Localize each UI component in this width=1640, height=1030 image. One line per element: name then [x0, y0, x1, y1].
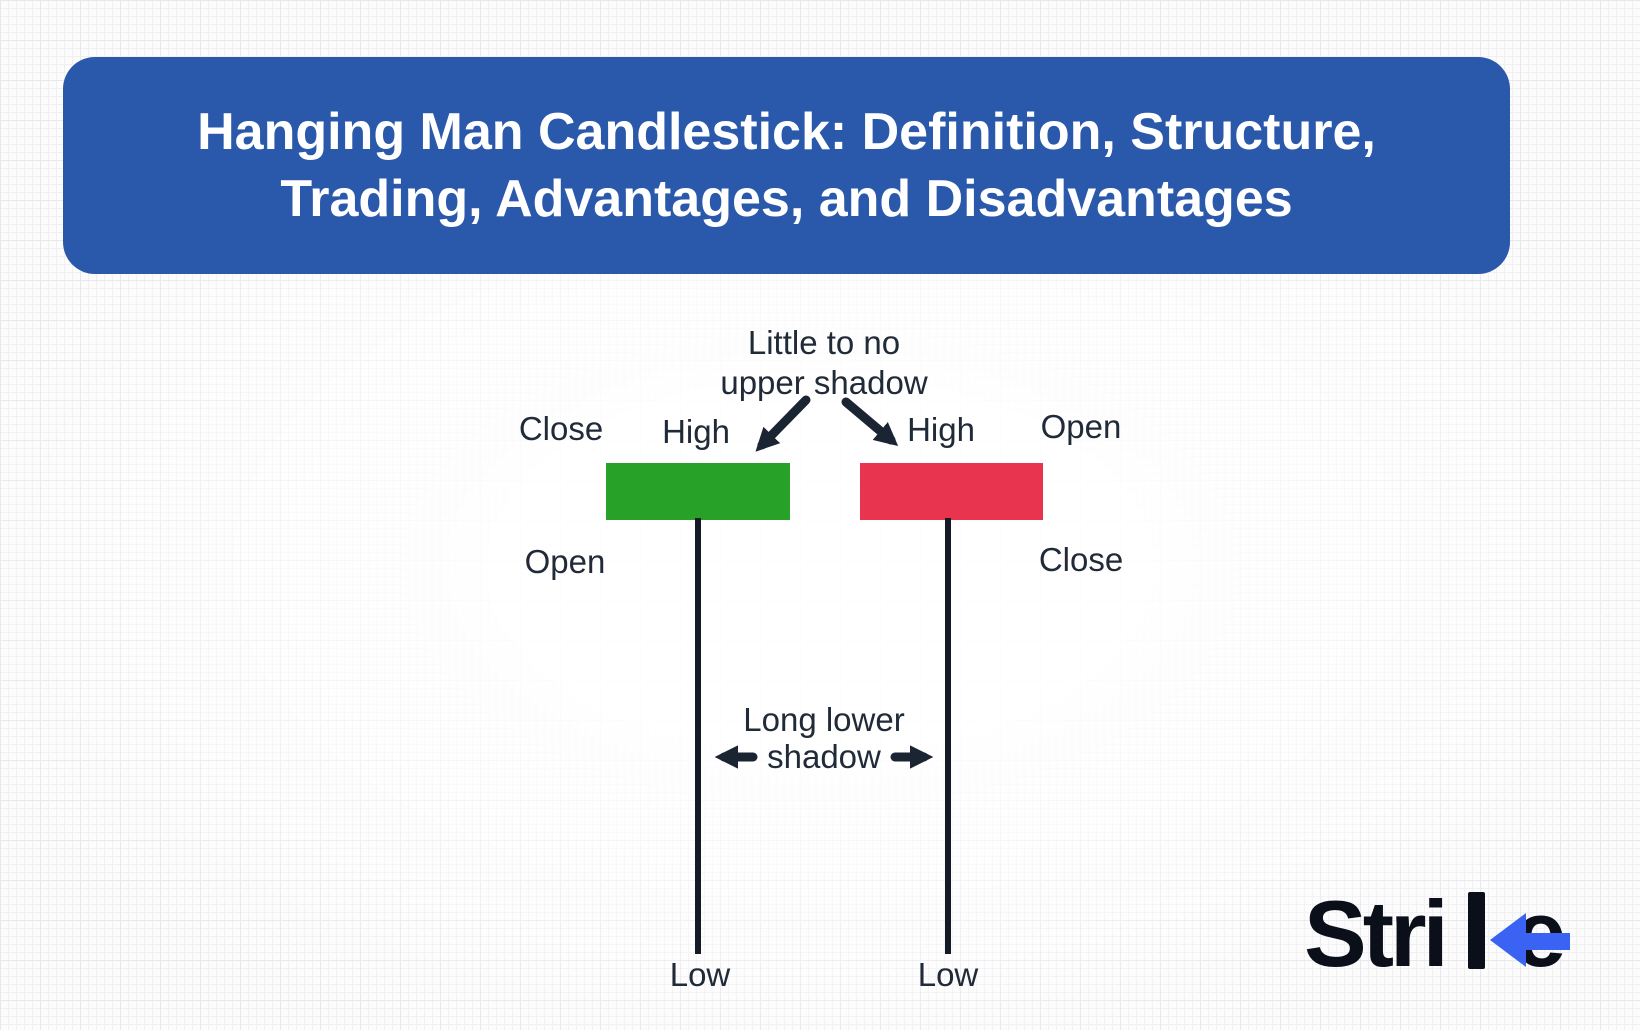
bullish-lower-shadow-line — [695, 518, 701, 954]
upper-shadow-arrow-left-icon — [755, 395, 811, 452]
lower-shadow-annotation-line-2: shadow — [767, 738, 881, 775]
bearish-low-label: Low — [917, 956, 979, 993]
bullish-high-label: High — [662, 413, 730, 450]
upper-shadow-arrow-right-icon — [841, 397, 899, 447]
bullish-open-label: Open — [524, 543, 606, 580]
bearish-close-label: Close — [1038, 541, 1124, 578]
strike-logo-text-prefix: Stri — [1306, 891, 1445, 977]
bearish-candle-body — [860, 463, 1043, 520]
upper-shadow-annotation: Little to no upper shadow — [720, 323, 927, 403]
page-title-line-1: Hanging Man Candlestick: Definition, Str… — [197, 102, 1376, 161]
title-card: Hanging Man Candlestick: Definition, Str… — [63, 57, 1510, 274]
bullish-low-label: Low — [669, 956, 731, 993]
bullish-candle-body — [606, 463, 790, 520]
bearish-open-label: Open — [1040, 408, 1122, 445]
bearish-lower-shadow-line — [945, 518, 951, 954]
page-title-line-2: Trading, Advantages, and Disadvantages — [280, 169, 1293, 228]
lower-shadow-annotation: Long lower shadow — [743, 701, 904, 775]
strike-logo: Stri e — [1306, 891, 1570, 977]
upper-shadow-annotation-line-1: Little to no — [747, 324, 901, 361]
bullish-close-label: Close — [518, 410, 604, 447]
upper-shadow-annotation-line-2: upper shadow — [720, 364, 928, 401]
bearish-high-label: High — [907, 411, 975, 448]
lower-shadow-annotation-line-1: Long lower — [743, 701, 905, 738]
strike-logo-k-stem — [1468, 892, 1485, 969]
strike-logo-arrowhead-icon — [1490, 913, 1526, 967]
